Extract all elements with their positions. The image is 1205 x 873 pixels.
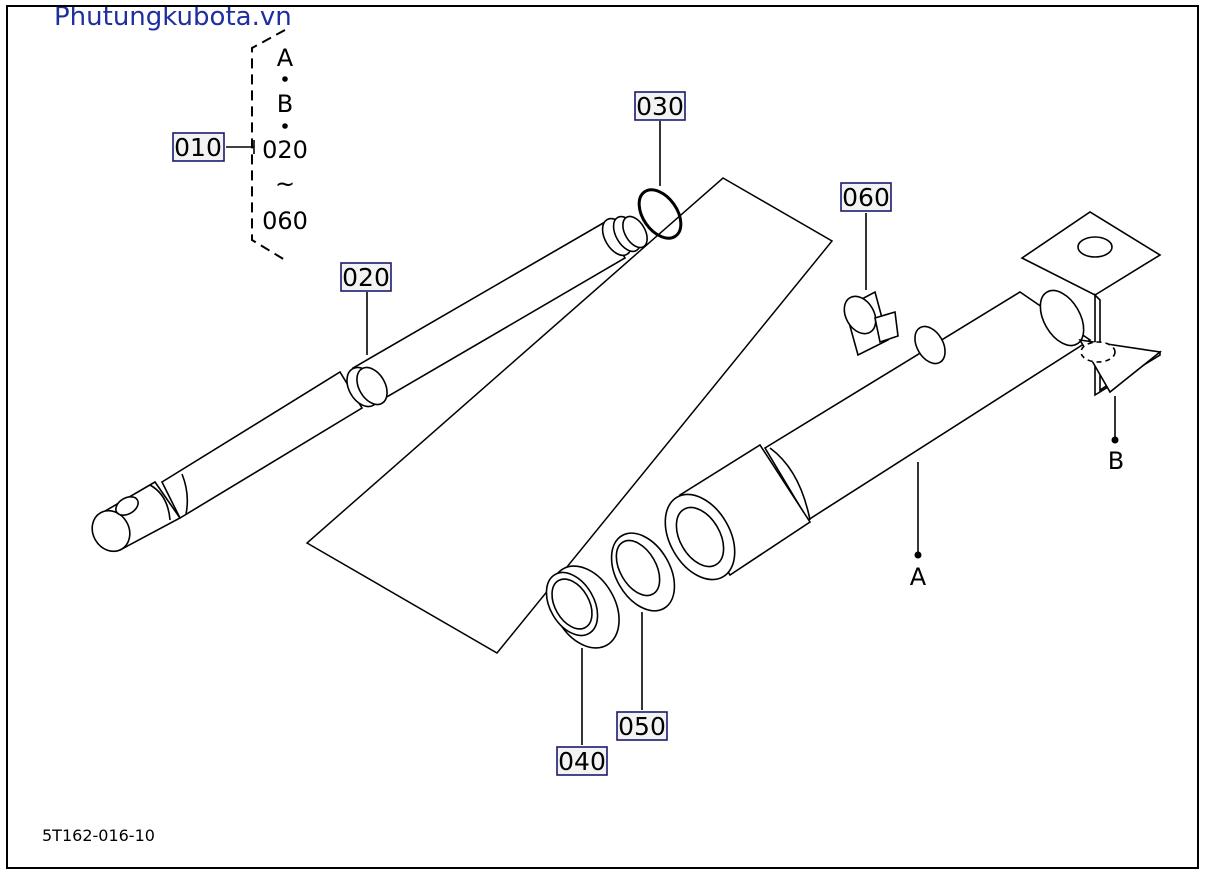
leader-lines: [366, 121, 1116, 745]
assembly-item-a: A: [277, 44, 294, 72]
callout-040-text: 040: [558, 747, 606, 776]
shaft-020-drawing: [91, 215, 648, 553]
reference-a-label: A: [910, 563, 927, 591]
assembly-contents: A B 020 ~ 060: [262, 44, 308, 235]
drawing-code: 5T162-016-10: [42, 826, 155, 845]
callout-030[interactable]: 030: [634, 91, 686, 121]
seal-040-drawing: [545, 565, 620, 649]
o-ring-030-drawing: [637, 188, 683, 240]
assembly-item-range: ~: [275, 170, 295, 198]
cylinder-a-drawing: [664, 289, 1092, 581]
assembly-plane: [305, 177, 834, 654]
callout-020-text: 020: [342, 263, 390, 292]
drawing-frame: [6, 5, 1199, 869]
assembly-item-b: B: [277, 90, 293, 118]
assembly-bracket: [251, 29, 286, 261]
callout-030-text: 030: [636, 92, 684, 121]
callout-020[interactable]: 020: [340, 262, 392, 292]
assembly-item-060: 060: [262, 207, 308, 235]
reference-b-label: B: [1108, 447, 1124, 475]
assembly-label-010[interactable]: 010: [172, 132, 225, 162]
callout-050[interactable]: 050: [616, 711, 668, 741]
grease-fitting-060-drawing: [843, 290, 899, 357]
callout-040[interactable]: 040: [556, 746, 608, 776]
bracket-b-drawing: [1020, 211, 1162, 397]
callout-050-text: 050: [618, 712, 666, 741]
assembly-label-text: 010: [174, 133, 222, 162]
callout-060-text: 060: [842, 183, 890, 212]
callout-060[interactable]: 060: [840, 182, 892, 212]
seal-050-drawing: [610, 532, 676, 612]
assembly-item-020: 020: [262, 136, 308, 164]
